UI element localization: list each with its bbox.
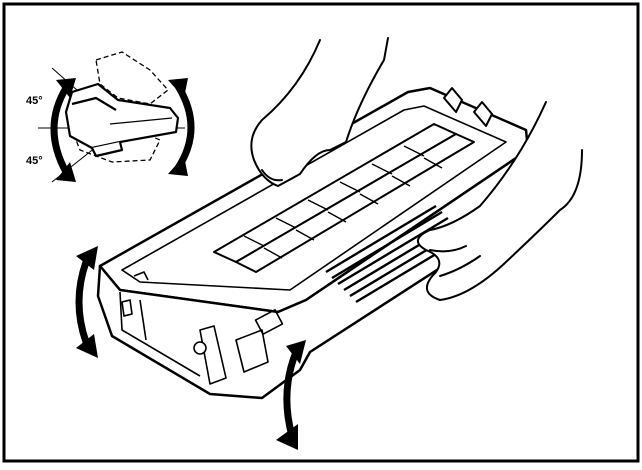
tilt-arrow-icon <box>76 246 98 358</box>
rotation-inset: 45° 45° <box>26 52 191 182</box>
angle-label-bottom: 45° <box>26 155 43 167</box>
cartridge-profile <box>66 84 178 156</box>
angle-label-top: 45° <box>26 95 43 107</box>
